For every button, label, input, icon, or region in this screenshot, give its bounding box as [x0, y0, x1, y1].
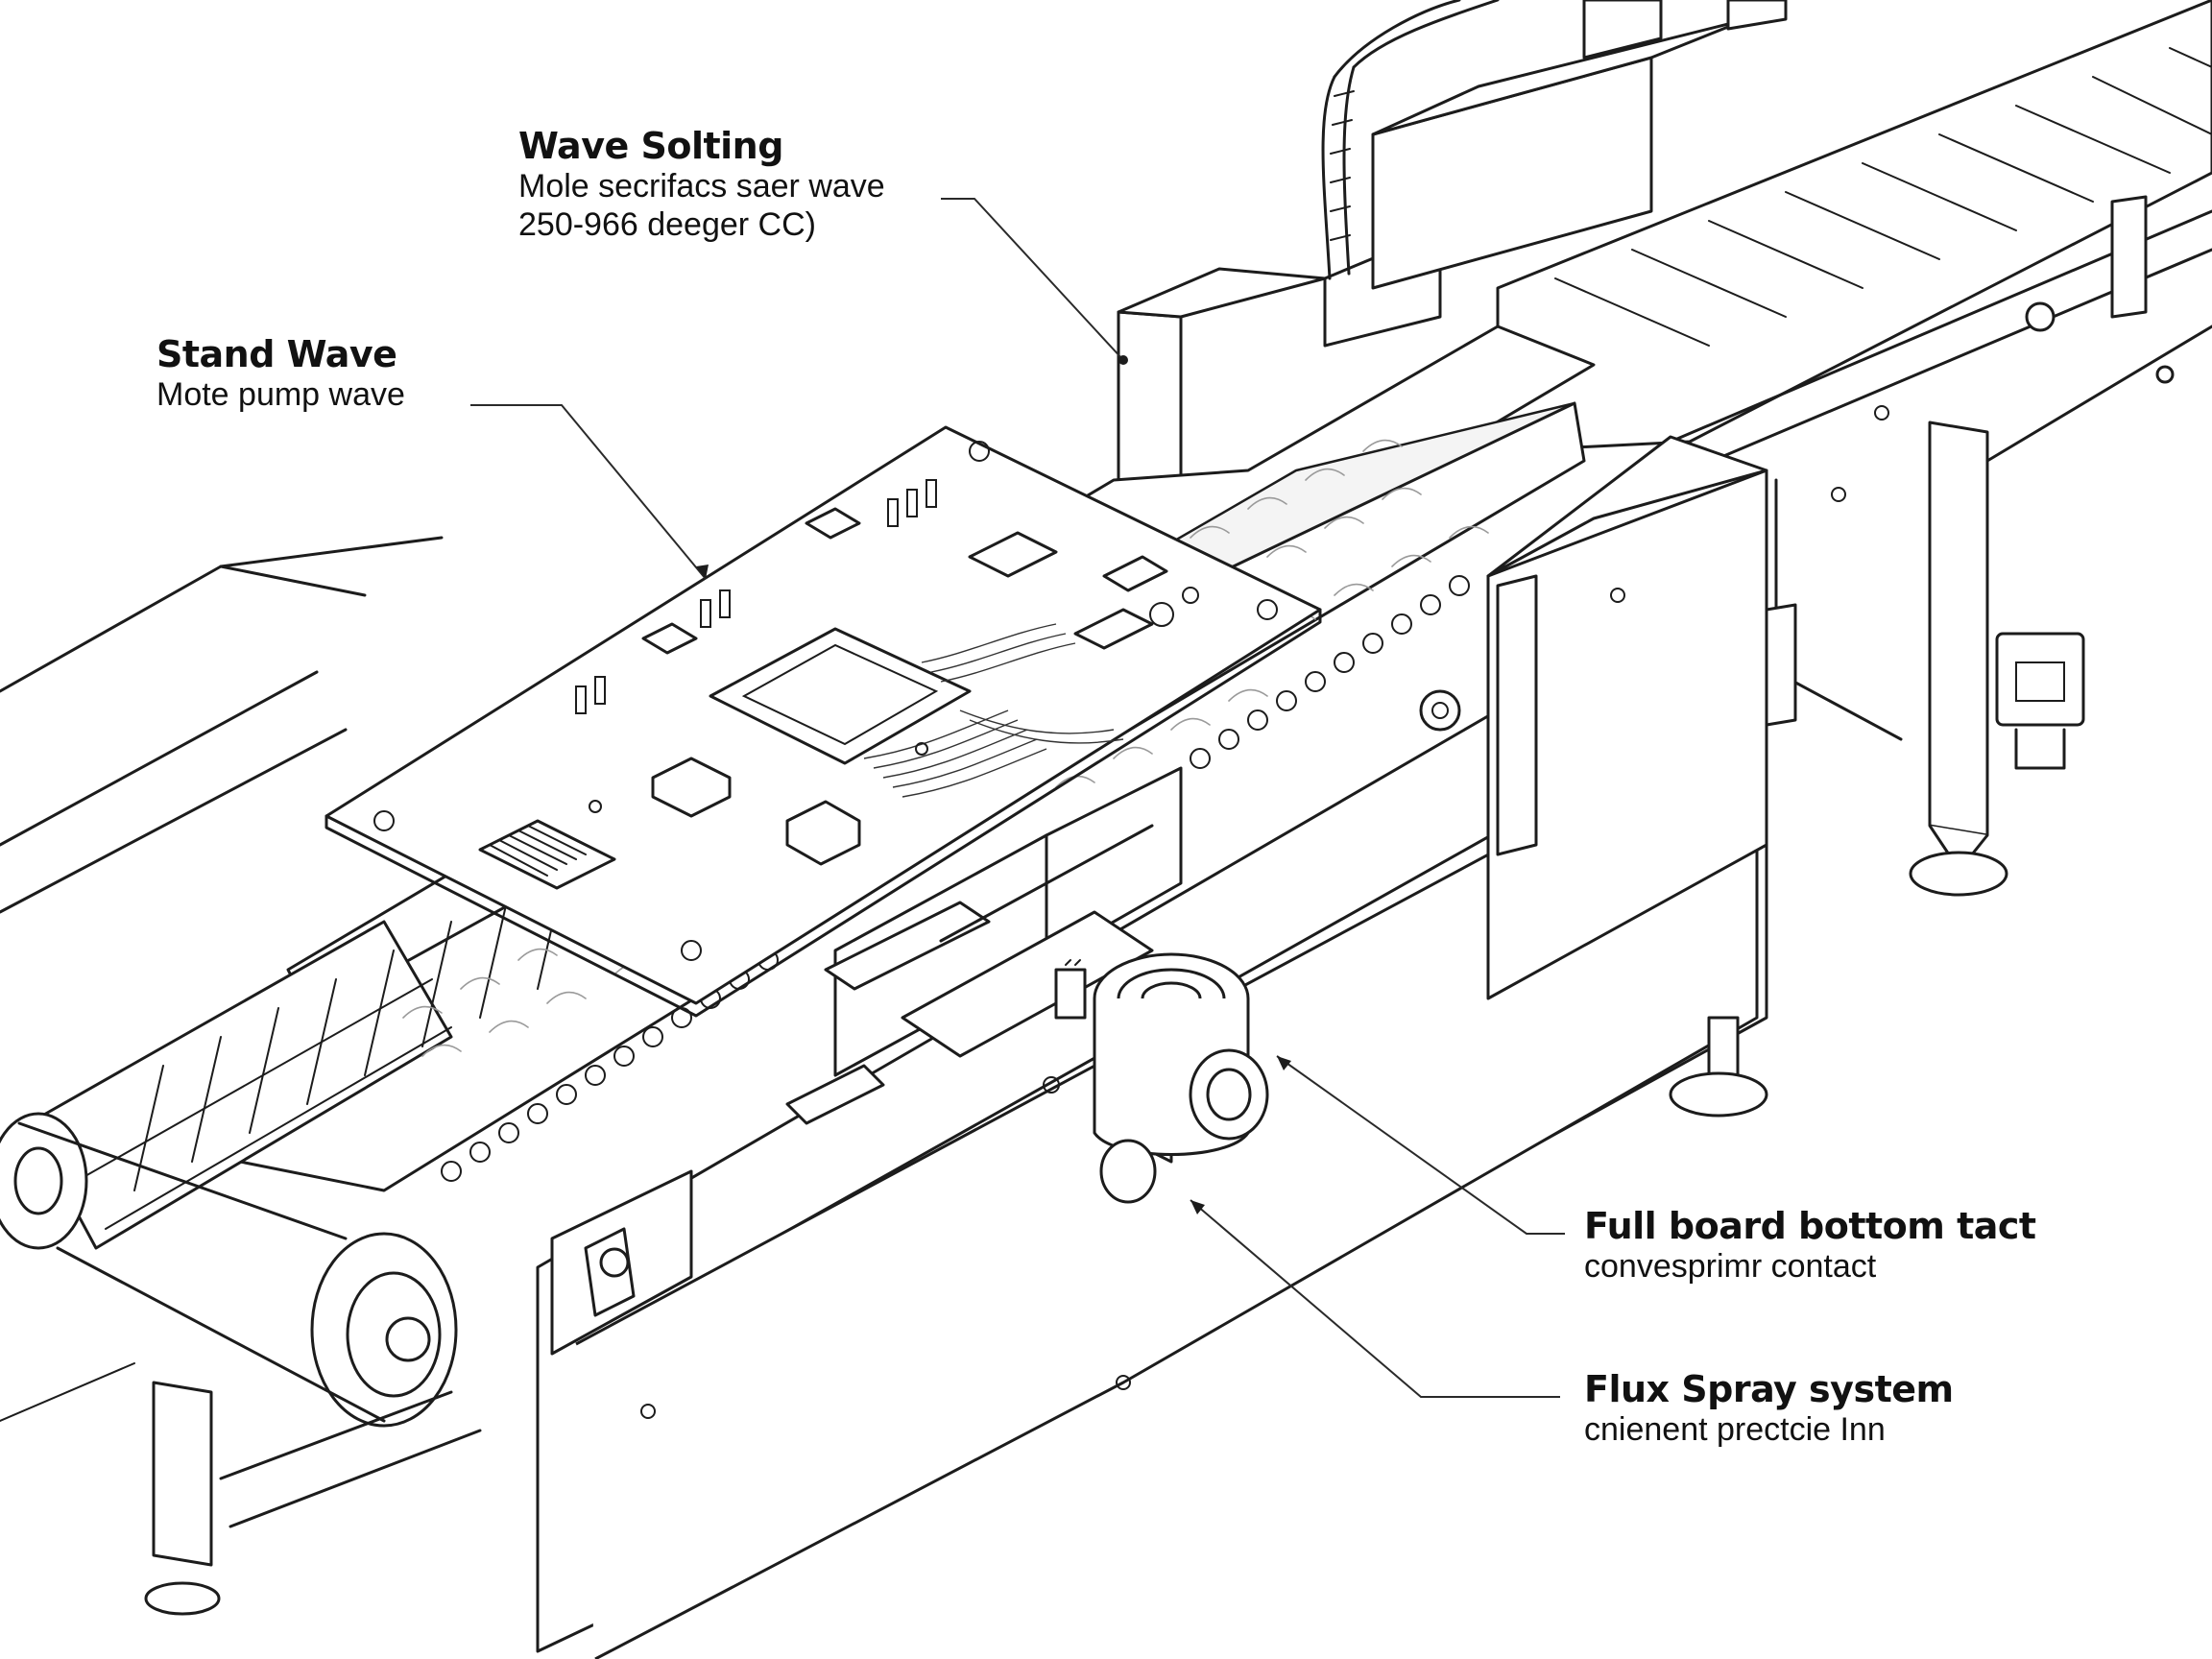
infeed-table [0, 536, 444, 1422]
leader-stand-wave [470, 404, 707, 580]
callout-full-board: Full board bottom tact convesprimr conta… [1584, 1205, 2036, 1286]
callout-title: Flux Spray system [1584, 1368, 1954, 1410]
leader-flux-spray [1190, 1199, 1560, 1398]
leader-lines [470, 198, 1565, 1398]
flux-spray-nozzle [1043, 952, 1269, 1204]
upper-machine-frame [1117, 0, 1788, 492]
callout-title: Full board bottom tact [1584, 1205, 2036, 1247]
callout-title: Stand Wave [156, 333, 397, 375]
chain-links [441, 575, 1470, 1182]
pcb-board [325, 425, 1322, 1018]
wave-nozzle-housing [785, 435, 1768, 1125]
callout-line: convesprimr contact [1584, 1248, 1877, 1285]
callout-line: Mote pump wave [156, 376, 405, 413]
callout-title: Wave Solting [518, 125, 783, 167]
callout-line: Mole secrifacs saer wave [518, 168, 885, 204]
callout-line: 250-966 deeger CC) [518, 206, 816, 243]
leader-full-board [1276, 1055, 1565, 1235]
callout-flux-spray: Flux Spray system cnienent prectcie Inn [1584, 1368, 1954, 1449]
callout-wave-soldering: Wave Solting Mole secrifacs saer wave 25… [518, 125, 885, 244]
leader-wave-soldering [941, 198, 1124, 361]
callout-line: cnienent prectcie Inn [1584, 1411, 1886, 1448]
callout-stand-wave: Stand Wave Mote pump wave [156, 333, 405, 414]
